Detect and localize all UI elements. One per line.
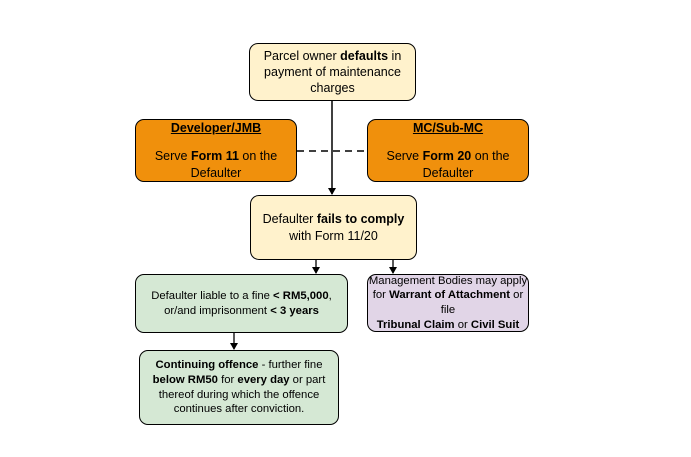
fine-text-a: Defaulter liable to a fine xyxy=(151,289,274,302)
mc-text-b: on the xyxy=(471,149,510,164)
management-node: Management Bodies may apply for Warrant … xyxy=(367,274,529,332)
fails-node: Defaulter fails to comply with Form 11/2… xyxy=(250,195,417,260)
continuing-bold-a: Continuing offence xyxy=(155,359,259,372)
management-bold-c: Civil Suit xyxy=(470,318,520,331)
fine-line-1: Defaulter liable to a fine < RM5,000, xyxy=(151,289,332,304)
management-text-b: for xyxy=(372,289,390,302)
continuing-line-4: continues after conviction. xyxy=(173,403,305,416)
fails-bold-a: fails to comply xyxy=(316,212,405,227)
continuing-line-3: thereof during which the offence xyxy=(158,388,320,401)
defaults-node: Parcel owner defaults in payment of main… xyxy=(249,43,416,101)
developer-line-1: Serve Form 11 on the xyxy=(155,148,277,164)
fails-line-1: Defaulter fails to comply xyxy=(263,211,405,227)
continuing-text-a: - further fine xyxy=(258,359,323,372)
management-bold-b: Tribunal Claim xyxy=(376,318,455,331)
mc-node: MC/Sub-MC Serve Form 20 on the Defaulter xyxy=(367,119,529,182)
continuing-node: Continuing offence - further fine below … xyxy=(139,350,339,425)
mc-bold-a: Form 20 xyxy=(422,149,472,164)
fine-line-2: or/and imprisonment < 3 years xyxy=(164,304,319,319)
developer-text-b: on the xyxy=(238,149,278,164)
management-text-d: or xyxy=(454,318,471,331)
mc-line-1: Serve Form 20 on the xyxy=(386,148,509,164)
defaults-line-1: Parcel owner defaults in xyxy=(264,48,402,64)
defaults-line-3: charges xyxy=(310,81,355,96)
developer-text-a: Serve xyxy=(154,149,191,164)
continuing-text-c: or part xyxy=(289,373,326,386)
fine-node: Defaulter liable to a fine < RM5,000, or… xyxy=(135,274,348,333)
fine-bold-b: < 3 years xyxy=(270,304,319,317)
management-bold-a: Warrant of Attachment xyxy=(389,289,511,302)
fine-bold-a: < RM5,000 xyxy=(273,289,329,302)
developer-line-2: Defaulter xyxy=(190,165,242,180)
defaults-bold-a: defaults xyxy=(340,48,389,63)
continuing-line-2: below RM50 for every day or part xyxy=(153,373,326,388)
developer-bold-a: Form 11 xyxy=(190,149,239,164)
defaults-text-b: in xyxy=(388,48,402,63)
mc-title: MC/Sub-MC xyxy=(412,121,484,136)
fails-line-2: with Form 11/20 xyxy=(289,228,378,243)
continuing-text-b: for xyxy=(217,373,238,386)
mc-text-a: Serve xyxy=(386,149,423,164)
management-line-1: Management Bodies may apply xyxy=(368,274,528,287)
defaults-line-2: payment of maintenance xyxy=(264,64,401,79)
fails-text-a: Defaulter xyxy=(262,212,317,227)
fine-text-b: , xyxy=(328,289,332,302)
defaults-text-a: Parcel owner xyxy=(263,48,341,63)
continuing-bold-b: below RM50 xyxy=(152,373,218,386)
management-line-2: for Warrant of Attachment or file xyxy=(368,288,528,317)
developer-node: Developer/JMB Serve Form 11 on the Defau… xyxy=(135,119,297,182)
mc-line-2: Defaulter xyxy=(422,165,474,180)
management-text-c: or file xyxy=(440,289,524,316)
fine-text-c: or/and imprisonment xyxy=(164,304,271,317)
management-line-3: Tribunal Claim or Civil Suit xyxy=(377,318,520,333)
continuing-line-1: Continuing offence - further fine xyxy=(156,358,323,373)
developer-title: Developer/JMB xyxy=(170,121,262,136)
continuing-bold-c: every day xyxy=(237,373,290,386)
